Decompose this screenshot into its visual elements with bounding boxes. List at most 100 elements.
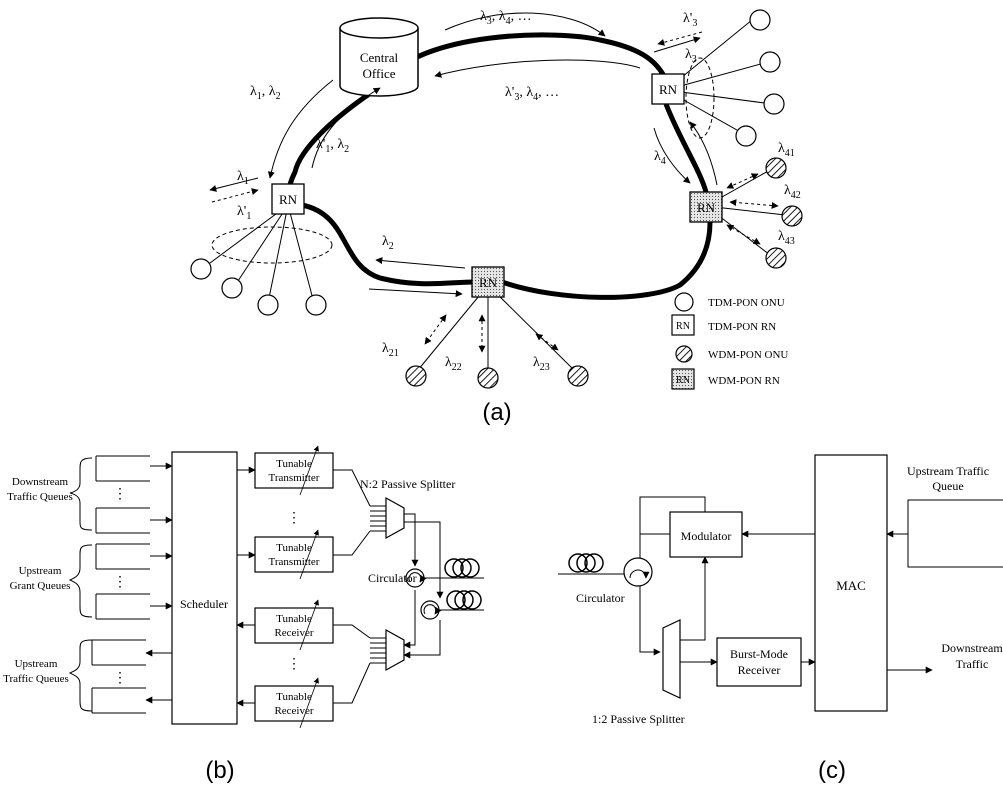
- lambda-label-left-down: λ1: [237, 169, 249, 187]
- legend-label: WDM-PON ONU: [708, 349, 788, 361]
- group-label-upstream-1: Upstream: [15, 658, 58, 670]
- modulator-label: Modulator: [681, 529, 732, 543]
- rn-label: RN: [479, 275, 498, 290]
- lambda-label-top-up: λ'3, λ4, …: [505, 85, 559, 103]
- svg-text:⋮: ⋮: [113, 487, 127, 502]
- ring-fiber: [663, 103, 709, 193]
- svg-text:⋮: ⋮: [113, 671, 127, 686]
- svg-text:⋮: ⋮: [287, 511, 301, 526]
- downstream-label-2: Traffic: [956, 657, 989, 671]
- central-office-label-2: Office: [363, 66, 396, 81]
- tdm-onu: [221, 277, 243, 299]
- group-label-downstream-2: Traffic Queues: [7, 491, 73, 503]
- brace-grant: [68, 544, 93, 618]
- tdm-onu: [735, 125, 757, 147]
- group-label-grant-1: Upstream: [19, 565, 62, 577]
- caption-b: (b): [205, 757, 234, 784]
- dotted-square-icon: RN: [671, 368, 695, 390]
- fiber-spool-icon: [439, 590, 484, 611]
- lambda-label-left-up: λ'1: [237, 204, 251, 222]
- circulator-icon: [405, 568, 427, 588]
- scheduler-box: [171, 451, 238, 725]
- tdm-onu: [749, 9, 771, 31]
- scheduler-label: Scheduler: [180, 597, 228, 611]
- panel-a: Central Office RN RN: [190, 9, 803, 426]
- wdm-rn-right: RN: [689, 191, 723, 223]
- splitter-label: 1:2 Passive Splitter: [592, 712, 685, 726]
- open-circle-icon: [674, 292, 694, 312]
- wdm-rn-bottom: RN: [471, 266, 505, 298]
- svg-text:RN: RN: [676, 321, 690, 332]
- upstream-queue-label-1: Upstream Traffic: [907, 464, 989, 478]
- caption-c: (c): [818, 757, 846, 784]
- svg-text:Transmitter: Transmitter: [269, 556, 320, 568]
- legend: TDM-PON ONU RN TDM-PON RN WDM-PON ONU RN…: [671, 292, 788, 390]
- burst-receiver-label-2: Receiver: [738, 663, 781, 677]
- tdm-onu: [763, 93, 785, 115]
- panel-c: Upstream Traffic Queue MAC Modulator Bur…: [558, 454, 1003, 784]
- wdm-onu: [567, 365, 589, 387]
- tunable-receiver-1: Tunable Receiver: [254, 599, 334, 651]
- svg-text:Tunable: Tunable: [276, 458, 312, 470]
- upstream-queue-label-2: Queue: [932, 479, 963, 493]
- fiber-spool-icon: [424, 558, 484, 579]
- ring-fiber: [377, 32, 667, 87]
- wdm-onu: [405, 365, 427, 387]
- tdm-onu: [759, 51, 781, 73]
- legend-label: WDM-PON RN: [708, 375, 780, 387]
- lambda-label-bottom: λ2: [382, 234, 394, 252]
- square-icon: RN: [671, 314, 695, 336]
- svg-text:Tunable: Tunable: [276, 542, 312, 554]
- wdm-onu: [781, 205, 803, 227]
- lambda-label-right-top-down: λ3: [685, 47, 697, 65]
- mac-box: [814, 454, 888, 712]
- legend-label: TDM-PON ONU: [708, 297, 785, 309]
- passive-splitter-top: [370, 496, 405, 540]
- passive-splitter-icon: [662, 619, 681, 699]
- lambda-label-wdm-41: λ41: [778, 141, 795, 159]
- rn-label: RN: [697, 200, 716, 215]
- wdm-onu: [765, 247, 787, 269]
- lambda-label-top-down: λ3, λ4, …: [480, 9, 532, 27]
- tdm-rn-left: RN: [271, 183, 305, 215]
- lambda-label-co-up: λ'1, λ2: [316, 137, 349, 155]
- tdm-rn-top: RN: [651, 73, 685, 105]
- tdm-onu: [190, 258, 212, 280]
- central-office-label-1: Central: [360, 50, 399, 65]
- tunable-transmitter-2: Tunable Transmitter: [254, 529, 334, 580]
- panel-b: Downstream Traffic Queues Upstream Grant…: [3, 445, 484, 784]
- downstream-label-1: Downstream: [941, 641, 1003, 655]
- burst-receiver-box: [716, 637, 802, 687]
- circulator-icon: [420, 600, 442, 620]
- svg-text:⋮: ⋮: [287, 657, 301, 672]
- mac-label: MAC: [836, 578, 866, 593]
- legend-label: TDM-PON RN: [708, 321, 776, 333]
- ring-fiber: [301, 202, 474, 287]
- tdm-onu: [257, 294, 279, 316]
- group-label-grant-2: Grant Queues: [10, 580, 71, 592]
- svg-text:Receiver: Receiver: [274, 705, 313, 717]
- brace-downstream: [69, 457, 93, 531]
- passive-splitter-bottom: [370, 628, 405, 672]
- tdm-onu: [305, 294, 327, 316]
- svg-text:Tunable: Tunable: [276, 613, 312, 625]
- splitter-label: N:2 Passive Splitter: [360, 477, 455, 491]
- lambda-label-wdm-42: λ42: [784, 183, 801, 201]
- wdm-onu: [765, 157, 787, 179]
- svg-text:RN: RN: [676, 375, 690, 386]
- lambda-label-wdm-21: λ21: [382, 341, 399, 359]
- rn-label: RN: [659, 82, 678, 97]
- lambda-label-co-down: λ1, λ2: [250, 84, 281, 102]
- burst-receiver-label-1: Burst-Mode: [730, 647, 788, 661]
- circulator-label: Circulator: [576, 591, 625, 605]
- svg-text:Receiver: Receiver: [274, 627, 313, 639]
- tunable-receiver-2: Tunable Receiver: [254, 677, 334, 729]
- fiber-spool-icon: [558, 553, 624, 575]
- group-label-upstream-2: Traffic Queues: [3, 673, 69, 685]
- lambda-label-wdm-23: λ23: [533, 355, 550, 373]
- circulator-icon: [623, 557, 653, 587]
- central-office: Central Office: [339, 17, 419, 97]
- caption-a: (a): [482, 399, 511, 426]
- group-label-downstream-1: Downstream: [12, 476, 69, 488]
